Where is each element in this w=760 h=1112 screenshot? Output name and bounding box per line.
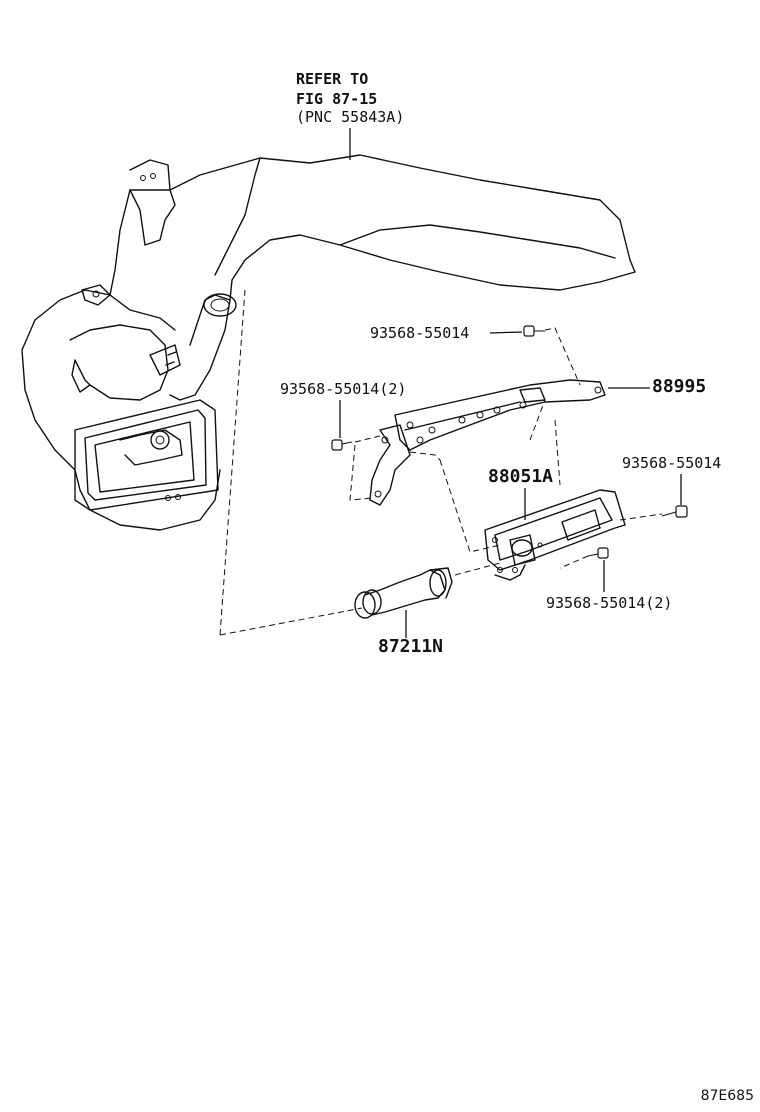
bolt-left xyxy=(331,439,353,451)
label-bolt-top: 93568-55014 xyxy=(370,324,470,342)
label-hose: 87211N xyxy=(378,636,444,657)
label-bracket: 88995 xyxy=(652,376,707,397)
figure-code: 87E685 xyxy=(700,1088,754,1104)
hose-87211N xyxy=(354,567,453,619)
label-bolt-left: 93568-55014(2) xyxy=(280,380,407,398)
sensor-88051A xyxy=(484,489,626,581)
bolt-right xyxy=(661,505,688,518)
label-bolt-right: 93568-55014 xyxy=(622,454,722,472)
label-sensor: 88051A xyxy=(488,466,554,487)
heater-duct xyxy=(21,154,636,531)
bolt-top xyxy=(523,325,545,337)
bolt-lower xyxy=(587,547,609,559)
assembly-lines xyxy=(219,289,663,636)
reference-line-1: REFER TO xyxy=(296,70,369,88)
label-bolt-lower: 93568-55014(2) xyxy=(546,594,673,612)
reference-line-3: (PNC 55843A) xyxy=(296,108,405,126)
reference-line-2: FIG 87-15 xyxy=(296,90,378,108)
leader-bolt-top xyxy=(489,331,523,334)
